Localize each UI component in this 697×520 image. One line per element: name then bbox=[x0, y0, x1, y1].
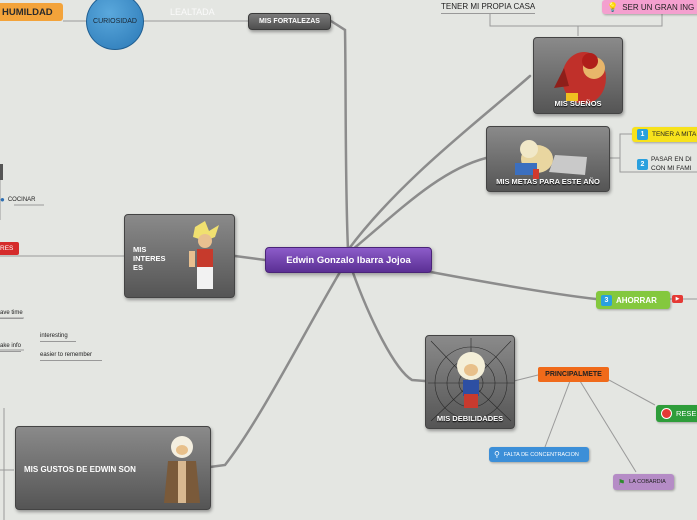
rese-item[interactable]: RESE bbox=[656, 405, 697, 422]
make-info-note[interactable]: ake info bbox=[0, 343, 21, 352]
fortalezas-label: MIS FORTALEZAS bbox=[259, 18, 320, 25]
search-icon: ⚲ bbox=[494, 450, 500, 459]
gustos-node[interactable]: MIS GUSTOS DE EDWIN SON bbox=[15, 426, 211, 510]
meta-2-line2: CON MI FAMI bbox=[651, 165, 691, 172]
user-icon: ● bbox=[0, 195, 5, 204]
principal-node[interactable]: PRINCIPALMETE bbox=[538, 367, 609, 382]
intereses-line1: MIS bbox=[133, 245, 166, 254]
res-node[interactable]: RES bbox=[0, 242, 19, 255]
warrior-character-icon bbox=[175, 219, 233, 297]
easier-note[interactable]: easier to remember bbox=[40, 352, 102, 361]
center-node[interactable]: Edwin Gonzalo Ibarra Jojoa bbox=[265, 247, 432, 273]
number-1-icon: 1 bbox=[637, 129, 648, 140]
no-entry-icon bbox=[661, 408, 672, 419]
interesting-note[interactable]: interesting bbox=[40, 333, 76, 342]
humildad-node[interactable]: HUMILDAD bbox=[0, 3, 63, 21]
debilidades-node[interactable]: MIS DEBILIDADES bbox=[425, 335, 515, 429]
lightbulb-icon: 💡 bbox=[607, 2, 618, 13]
left-edge-node[interactable] bbox=[0, 164, 3, 180]
number-3-icon: 3 bbox=[601, 295, 612, 306]
play-icon: ▶ bbox=[672, 295, 683, 303]
intereses-node[interactable]: MIS INTERES ES bbox=[124, 214, 235, 298]
debilidades-label: MIS DEBILIDADES bbox=[426, 414, 514, 423]
gustos-label: MIS GUSTOS DE EDWIN SON bbox=[24, 465, 136, 474]
falta-concentracion-item[interactable]: ⚲ FALTA DE CONCENTRACION bbox=[489, 447, 589, 462]
fortalezas-node[interactable]: MIS FORTALEZAS bbox=[248, 13, 331, 30]
curiosidad-label: CURIOSIDAD bbox=[93, 18, 137, 25]
metas-node[interactable]: MIS METAS PARA ESTE AÑO bbox=[486, 126, 610, 192]
intereses-line3: ES bbox=[133, 263, 166, 272]
intereses-line2: INTERES bbox=[133, 254, 166, 263]
number-2-icon: 2 bbox=[637, 159, 648, 170]
flag-icon: ⚑ bbox=[618, 478, 625, 487]
casa-item[interactable]: TENER MI PROPIA CASA bbox=[441, 2, 535, 14]
suenos-label: MIS SUEÑOS bbox=[534, 99, 622, 108]
lealtada-label[interactable]: LEALTADA bbox=[170, 7, 215, 17]
meta-item-2[interactable]: 2 PASAR EN DI CON MI FAMI bbox=[637, 153, 697, 175]
cobardia-item[interactable]: ⚑ LA COBARDIA bbox=[613, 474, 674, 490]
save-time-note[interactable]: ave time bbox=[0, 310, 23, 319]
center-label: Edwin Gonzalo Ibarra Jojoa bbox=[286, 255, 411, 266]
metas-label: MIS METAS PARA ESTE AÑO bbox=[487, 177, 609, 186]
suenos-node[interactable]: MIS SUEÑOS bbox=[533, 37, 623, 114]
meta-item-1[interactable]: 1 TENER A MITA bbox=[632, 127, 697, 142]
ingeniero-item[interactable]: 💡 SER UN GRAN ING bbox=[602, 0, 697, 14]
ahorrar-item[interactable]: 3 AHORRAR bbox=[596, 291, 670, 309]
meta-2-line1: PASAR EN DI bbox=[651, 156, 692, 163]
monk-character-icon bbox=[156, 433, 208, 509]
cocinar-item[interactable]: ● COCINAR bbox=[0, 195, 36, 204]
humildad-label: HUMILDAD bbox=[2, 7, 53, 18]
